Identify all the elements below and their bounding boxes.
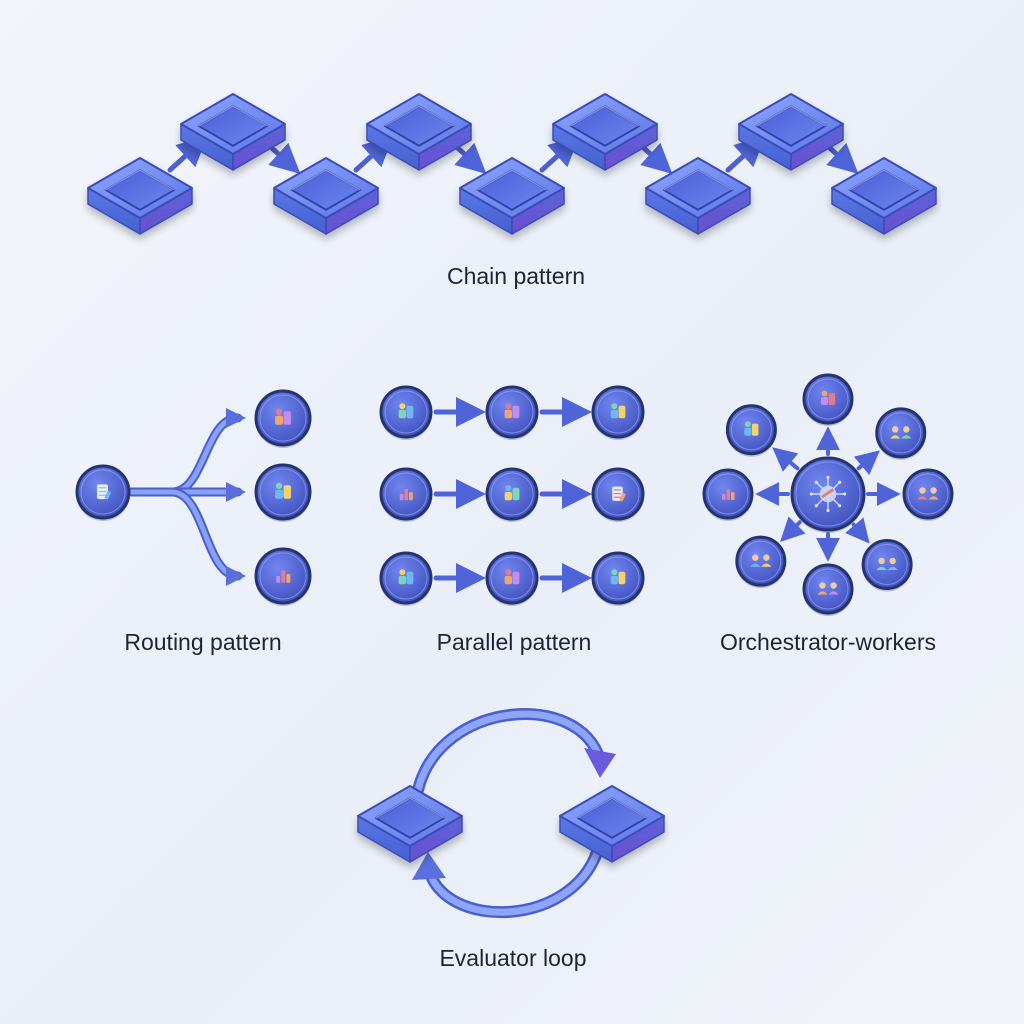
- document-pencil-icon: [612, 486, 626, 502]
- team-chat-icon: [890, 426, 912, 439]
- orchestrator-workers-pattern: Orchestrator-workers: [702, 373, 954, 655]
- orchestrator-spokes: [755, 426, 901, 562]
- worker-node-5: [861, 538, 913, 592]
- dashboard-panel-icon: [504, 569, 520, 585]
- routing-nodes: [75, 389, 312, 606]
- chain-node-5: [459, 157, 565, 235]
- worker-node-1: [725, 404, 777, 457]
- routing-target-node-2: [254, 463, 312, 522]
- toolbox-icon: [610, 569, 626, 585]
- worker-node-3: [875, 407, 927, 460]
- parallel-node-1-1: [379, 385, 433, 440]
- orchestrator-spoke: [772, 447, 800, 472]
- orchestrator-nodes: [702, 373, 954, 616]
- return-arrowhead-icon: [412, 852, 446, 880]
- data-blocks-icon: [744, 421, 759, 436]
- parallel-node-2-3: [591, 467, 645, 522]
- geometric-shapes-icon: [398, 569, 414, 585]
- evaluator-loop-label: Evaluator loop: [439, 945, 586, 971]
- network-graph-icon: [610, 403, 626, 419]
- document-chip-icon: [96, 484, 112, 500]
- worker-pair-icon: [817, 582, 839, 595]
- worker-pair-icon: [917, 487, 939, 500]
- parallel-nodes: [379, 385, 645, 606]
- conductor-hub-icon: [809, 475, 847, 513]
- tools-and-gears-icon: [275, 408, 291, 425]
- worker-node-6: [802, 563, 854, 616]
- parallel-node-2-1: [379, 467, 433, 522]
- worker-node-8: [702, 468, 754, 521]
- chain-nodes: [87, 93, 937, 235]
- parallel-node-1-2: [485, 385, 539, 440]
- evaluator-evaluator-node: [559, 785, 665, 863]
- worker-node-2: [802, 373, 854, 426]
- parallel-node-3-2: [485, 551, 539, 606]
- chain-node-4: [366, 93, 472, 171]
- jars-and-boxes-icon: [275, 482, 291, 499]
- chart-board-icon: [721, 489, 735, 501]
- chat-message-icon: [504, 403, 520, 419]
- routing-branches: [127, 408, 246, 586]
- parallel-node-1-3: [591, 385, 645, 440]
- worker-pair-icon: [876, 557, 898, 571]
- orchestrator-workers-label: Orchestrator-workers: [720, 629, 936, 655]
- routing-target-node-1: [254, 389, 312, 448]
- evaluator-generator-node: [357, 785, 463, 863]
- leaf-folder-icon: [820, 390, 836, 406]
- processing-chip-icon: [504, 485, 520, 501]
- chain-node-1: [87, 157, 193, 235]
- chain-pattern: Chain pattern: [87, 93, 937, 289]
- parallel-node-3-3: [591, 551, 645, 606]
- parallel-pattern-label: Parallel pattern: [437, 629, 592, 655]
- parallel-node-3-1: [379, 551, 433, 606]
- parallel-pattern: Parallel pattern: [379, 385, 645, 655]
- orchestrator-hub-node: [790, 456, 866, 533]
- chain-node-3: [273, 157, 379, 235]
- orchestrator-spoke: [853, 450, 880, 476]
- worker-pair-icon: [750, 554, 772, 567]
- orchestrator-spoke: [780, 516, 806, 542]
- orchestrator-spoke: [845, 517, 870, 544]
- evaluator-loop-arcs: [412, 708, 616, 919]
- worker-node-7: [735, 535, 787, 589]
- worker-node-4: [902, 468, 954, 521]
- chart-bars-icon: [276, 570, 291, 583]
- evaluator-nodes: [357, 785, 665, 863]
- inbox-tray-icon: [398, 403, 414, 419]
- routing-target-node-3: [254, 547, 312, 606]
- chain-node-2: [180, 93, 286, 171]
- evaluator-loop-pattern: Evaluator loop: [357, 708, 665, 971]
- routing-pattern-label: Routing pattern: [124, 629, 281, 655]
- routing-source-node: [75, 464, 131, 521]
- routing-pattern: Routing pattern: [75, 389, 312, 655]
- chain-node-7: [645, 157, 751, 235]
- chain-pattern-label: Chain pattern: [447, 263, 585, 289]
- parallel-connectors: [433, 397, 592, 593]
- chain-node-6: [552, 93, 658, 171]
- forward-arrowhead-icon: [584, 748, 616, 778]
- chain-node-8: [738, 93, 844, 171]
- chain-node-9: [831, 157, 937, 235]
- parallel-node-2-2: [485, 467, 539, 522]
- hierarchy-chart-icon: [399, 488, 413, 501]
